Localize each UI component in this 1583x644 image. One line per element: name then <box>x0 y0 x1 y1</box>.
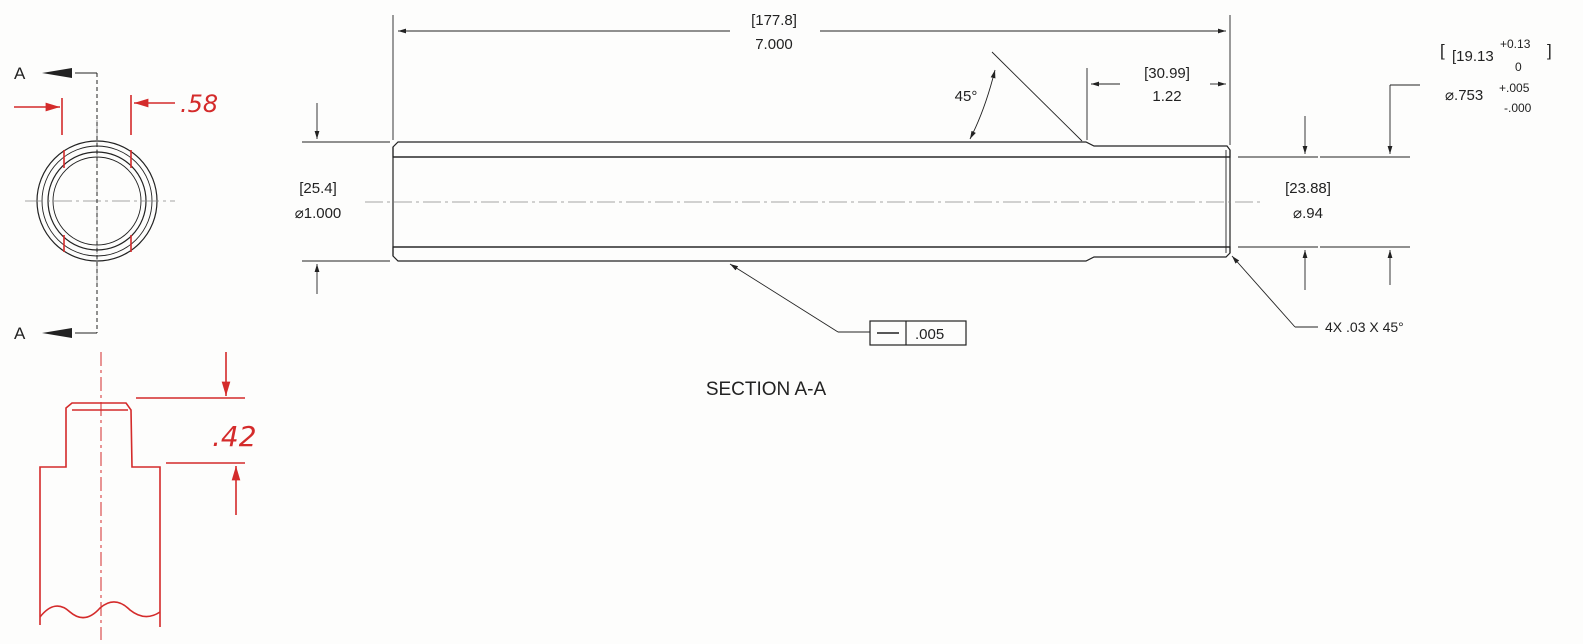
step-diameter-in-tol-plus: +.005 <box>1499 81 1530 95</box>
outer-diameter-dimension <box>302 103 390 294</box>
step-diameter-mm-base: [19.13 <box>1452 48 1494 65</box>
outer-diameter-in: ⌀1.000 <box>295 205 342 222</box>
handwritten-end-view-marks <box>14 95 175 252</box>
step-length-in: 1.22 <box>1152 88 1181 105</box>
chamfer-note: 4X .03 X 45° <box>1325 319 1404 335</box>
chamfer-angle-dimension <box>969 51 1083 142</box>
overall-length-dimension <box>392 15 1231 145</box>
handwritten-dimension-bottom: .42 <box>212 420 257 453</box>
chamfer-angle-label: 45° <box>955 88 978 105</box>
feature-control-frame <box>869 320 967 346</box>
overall-length-in: 7.000 <box>755 36 793 53</box>
overall-length-mm: [177.8] <box>751 12 797 29</box>
section-marker-bottom: A <box>14 324 26 343</box>
section-marker-top: A <box>14 64 26 83</box>
chamfer-note-leader <box>1231 255 1318 328</box>
straightness-tolerance <box>729 263 967 346</box>
step-length-dimension <box>1086 68 1226 140</box>
end-view <box>25 68 175 338</box>
step-diameter-mm-close-bracket: ] <box>1547 41 1552 60</box>
step-length-mm: [30.99] <box>1144 65 1190 82</box>
handwritten-sketch <box>39 352 245 640</box>
tube-section <box>365 141 1260 262</box>
step-diameter-mm-tol-plus: +0.13 <box>1500 37 1531 51</box>
tolerance-value: .005 <box>915 326 944 343</box>
handwritten-dimension-top: .58 <box>180 90 218 118</box>
outer-diameter-mm: [25.4] <box>299 180 337 197</box>
step-diameter-dimension <box>1320 84 1420 285</box>
inner-diameter-dimension <box>1238 116 1318 290</box>
step-diameter-mm-open-bracket: [ <box>1440 41 1445 60</box>
inner-diameter-mm: [23.88] <box>1285 180 1331 197</box>
inner-diameter-in: ⌀.94 <box>1293 205 1323 222</box>
step-diameter-mm-tol-minus: 0 <box>1515 60 1522 74</box>
step-diameter-in-tol-minus: -.000 <box>1504 101 1532 115</box>
section-title: SECTION A-A <box>706 379 827 400</box>
step-diameter-in-base: ⌀.753 <box>1445 87 1483 104</box>
